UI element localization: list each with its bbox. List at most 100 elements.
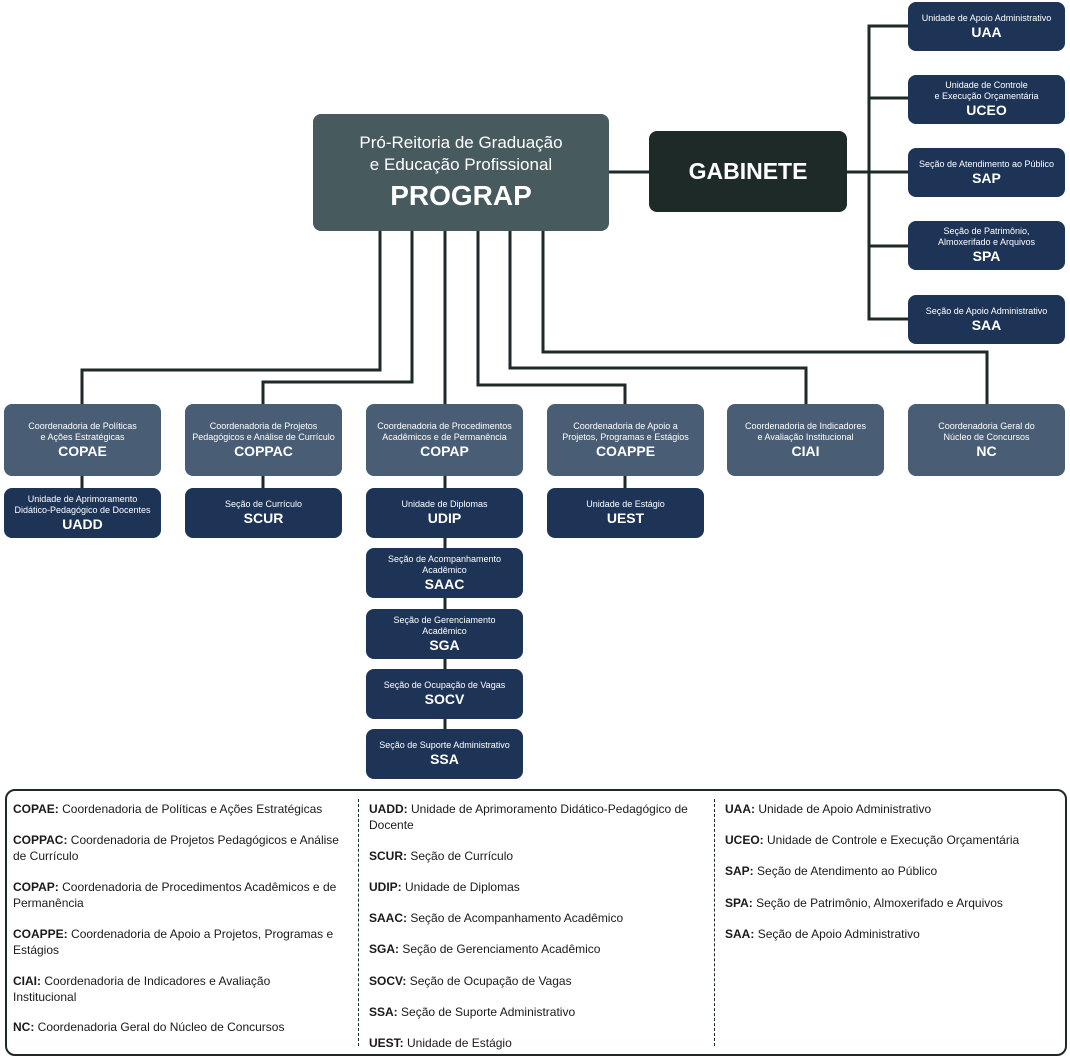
unit-title: Seção de Atendimento ao Público xyxy=(918,158,1055,169)
coord-title: Coordenadoria de Apoio a Projetos, Progr… xyxy=(562,420,689,442)
legend-text: Unidade de Apoio Administrativo xyxy=(758,802,932,816)
legend-abbr: SAAC: xyxy=(369,911,407,925)
unit-sap: Seção de Atendimento ao Público SAP xyxy=(908,148,1065,197)
coord-acronym: COAPPE xyxy=(595,442,656,459)
legend-text: Seção de Gerenciamento Acadêmico xyxy=(402,942,601,956)
unit-saac: Seção de Acompanhamento Acadêmico SAAC xyxy=(366,548,523,598)
legend-text: Coordenadoria de Procedimentos Acadêmico… xyxy=(13,880,337,910)
unit-title: Seção de Ocupação de Vagas xyxy=(383,680,506,690)
connector-gabinete-units xyxy=(867,24,909,321)
legend-abbr: UADD: xyxy=(369,802,408,816)
unit-scur: Seção de Currículo SCUR xyxy=(185,488,342,538)
legend-text: Coordenadoria de Indicadores e Avaliação… xyxy=(13,974,271,1004)
coord-coppac: Coordenadoria de Projetos Pedagógicos e … xyxy=(185,404,342,476)
legend-text: Coordenadoria Geral do Núcleo de Concurs… xyxy=(37,1020,285,1034)
unit-ssa: Seção de Suporte Administrativo SSA xyxy=(366,729,523,779)
legend-text: Unidade de Diplomas xyxy=(405,880,520,894)
legend-text: Seção de Atendimento ao Público xyxy=(757,864,938,878)
legend-abbr: SOCV: xyxy=(369,974,407,988)
legend-abbr: UCEO: xyxy=(725,833,764,847)
legend-item: SAA: Seção de Apoio Administrativo xyxy=(725,927,1061,943)
connector-nc xyxy=(541,230,989,405)
unit-title: Seção de Currículo xyxy=(224,499,303,509)
coord-ciai: Coordenadoria de Indicadores e Avaliação… xyxy=(727,404,884,476)
unit-acronym: UADD xyxy=(62,515,103,532)
legend-text: Unidade de Aprimoramento Didático-Pedagó… xyxy=(369,802,688,832)
legend-item: SAP: Seção de Atendimento ao Público xyxy=(725,864,1061,880)
legend-item: COPAE: Coordenadoria de Políticas e Açõe… xyxy=(13,802,349,818)
coord-title: Coordenadoria de Políticas e Ações Estra… xyxy=(28,420,137,442)
unit-acronym: SSA xyxy=(430,751,459,767)
unit-acronym: SAA xyxy=(971,316,1002,333)
legend-text: Coordenadoria de Políticas e Ações Estra… xyxy=(62,802,323,816)
unit-title: Seção de Gerenciamento Acadêmico xyxy=(393,614,496,636)
legend-item: SAAC: Seção de Acompanhamento Acadêmico xyxy=(369,911,703,927)
unit-title: Unidade de Aprimoramento Didático-Pedagó… xyxy=(14,493,151,515)
legend-divider xyxy=(714,799,715,1046)
legend-item: COPAP: Coordenadoria de Procedimentos Ac… xyxy=(13,880,349,911)
legend-text: Seção de Currículo xyxy=(410,849,514,863)
legend-text: Seção de Patrimônio, Almoxerifado e Arqu… xyxy=(756,896,1003,910)
legend-text: Seção de Suporte Administrativo xyxy=(401,1005,576,1019)
unit-udip: Unidade de Diplomas UDIP xyxy=(366,488,523,538)
unit-title: Seção de Patrimônio, Almoxerifado e Arqu… xyxy=(937,226,1036,247)
coord-title: Coordenadoria Geral do Núcleo de Concurs… xyxy=(938,420,1035,442)
legend-abbr: UDIP: xyxy=(369,880,402,894)
legend-panel: COPAE: Coordenadoria de Políticas e Açõe… xyxy=(5,789,1067,1056)
unit-acronym: SOCV xyxy=(424,691,465,707)
unit-title: Unidade de Controle e Execução Orçamentá… xyxy=(934,80,1039,101)
coord-title: Coordenadoria de Indicadores e Avaliação… xyxy=(744,420,867,442)
legend-item: UCEO: Unidade de Controle e Execução Orç… xyxy=(725,833,1061,849)
legend-abbr: SAA: xyxy=(725,927,755,941)
legend-abbr: SGA: xyxy=(369,942,399,956)
coord-nc: Coordenadoria Geral do Núcleo de Concurs… xyxy=(908,404,1065,476)
legend-text: Coordenadoria de Apoio a Projetos, Progr… xyxy=(13,927,334,957)
legend-item: SSA: Seção de Suporte Administrativo xyxy=(369,1005,703,1021)
legend-abbr: COPPAC: xyxy=(13,833,68,847)
unit-acronym: SAP xyxy=(972,169,1001,186)
coord-acronym: COPAP xyxy=(420,442,469,459)
legend-column: COPAE: Coordenadoria de Políticas e Açõe… xyxy=(7,791,357,1054)
unit-acronym: SGA xyxy=(429,636,460,653)
connector-ciai xyxy=(508,230,808,405)
prograp-box: Pró-Reitoria de Graduação e Educação Pro… xyxy=(313,114,609,231)
unit-acronym: SCUR xyxy=(243,510,284,526)
legend-abbr: SCUR: xyxy=(369,849,407,863)
coord-acronym: CIAI xyxy=(791,442,820,459)
legend-item: COPPAC: Coordenadoria de Projetos Pedagó… xyxy=(13,833,349,864)
legend-item: UEST: Unidade de Estágio xyxy=(369,1036,703,1052)
connector-coappe xyxy=(476,230,627,405)
unit-acronym: SPA xyxy=(972,248,1001,264)
gabinete-label: GABINETE xyxy=(688,158,808,184)
unit-acronym: UEST xyxy=(606,510,645,526)
legend-abbr: COAPPE: xyxy=(13,927,68,941)
unit-acronym: UAA xyxy=(971,23,1002,40)
legend-abbr: CIAI: xyxy=(13,974,41,988)
prograp-title: Pró-Reitoria de Graduação e Educação Pro… xyxy=(359,132,563,174)
unit-uceo: Unidade de Controle e Execução Orçamentá… xyxy=(908,75,1065,124)
coord-title: Coordenadoria de Procedimentos Acadêmico… xyxy=(377,420,512,442)
legend-text: Seção de Ocupação de Vagas xyxy=(409,974,572,988)
legend-item: NC: Coordenadoria Geral do Núcleo de Con… xyxy=(13,1020,349,1036)
unit-uaa: Unidade de Apoio Administrativo UAA xyxy=(908,2,1065,51)
legend-item: SPA: Seção de Patrimônio, Almoxerifado e… xyxy=(725,896,1061,912)
legend-abbr: COPAP: xyxy=(13,880,59,894)
legend-abbr: SPA: xyxy=(725,896,753,910)
coord-acronym: NC xyxy=(976,442,997,459)
unit-title: Seção de Apoio Administrativo xyxy=(925,305,1048,316)
connector-coppac xyxy=(261,230,414,405)
legend-text: Seção de Apoio Administrativo xyxy=(757,927,920,941)
legend-abbr: SAP: xyxy=(725,864,754,878)
legend-item: UAA: Unidade de Apoio Administrativo xyxy=(725,802,1061,818)
legend-abbr: COPAE: xyxy=(13,802,59,816)
coord-acronym: COPAE xyxy=(58,442,107,459)
legend-item: UDIP: Unidade de Diplomas xyxy=(369,880,703,896)
legend-item: UADD: Unidade de Aprimoramento Didático-… xyxy=(369,802,703,833)
unit-uadd: Unidade de Aprimoramento Didático-Pedagó… xyxy=(4,488,161,538)
unit-acronym: SAAC xyxy=(424,575,465,592)
legend-item: SGA: Seção de Gerenciamento Acadêmico xyxy=(369,942,703,958)
legend-column: UADD: Unidade de Aprimoramento Didático-… xyxy=(367,791,707,1054)
legend-text: Unidade de Estágio xyxy=(407,1036,512,1050)
unit-title: Unidade de Apoio Administrativo xyxy=(921,12,1052,23)
